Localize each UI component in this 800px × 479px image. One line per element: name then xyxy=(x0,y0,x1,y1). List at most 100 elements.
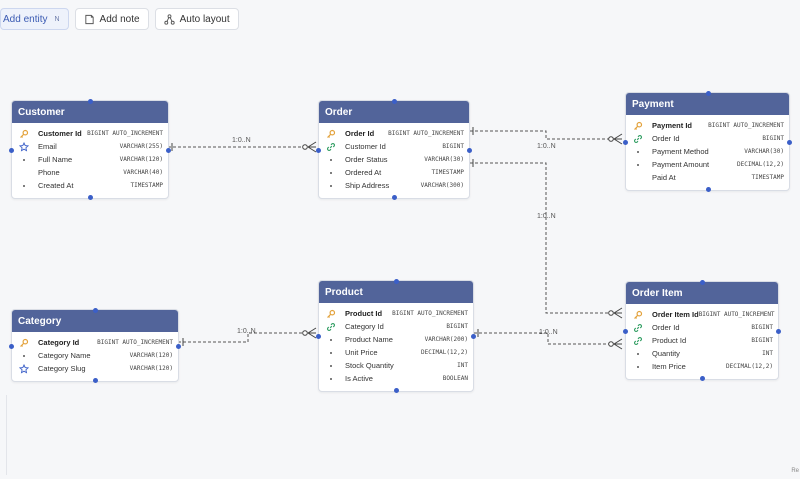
handle-left[interactable] xyxy=(9,147,14,153)
handle-right[interactable] xyxy=(467,147,472,153)
field-row[interactable]: Product Id BIGINT xyxy=(626,334,778,347)
field-name: Is Active xyxy=(345,374,373,383)
field-type: BIGINT xyxy=(751,337,773,344)
relationship-order-orderitem xyxy=(470,162,622,314)
field-type: DECIMAL(12,2) xyxy=(726,363,773,370)
field-row[interactable]: Category Name VARCHAR(120) xyxy=(12,349,178,362)
field-row[interactable]: Created At TIMESTAMP xyxy=(12,179,168,192)
field-type: BIGINT AUTO_INCREMENT xyxy=(698,311,775,318)
field-type: VARCHAR(30) xyxy=(744,148,784,155)
handle-right[interactable] xyxy=(471,334,476,339)
handle-left[interactable] xyxy=(623,328,628,334)
handle-top[interactable] xyxy=(394,279,399,284)
handle-top[interactable] xyxy=(93,308,98,313)
handle-right[interactable] xyxy=(166,147,171,153)
field-name: Created At xyxy=(38,181,74,190)
handle-bottom[interactable] xyxy=(394,388,399,393)
handle-bottom[interactable] xyxy=(93,378,98,383)
handle-bottom[interactable] xyxy=(705,187,711,192)
add-note-button[interactable]: Add note xyxy=(74,8,149,30)
field-name: Order Id xyxy=(345,129,375,138)
handle-bottom[interactable] xyxy=(700,376,705,381)
handle-top[interactable] xyxy=(700,280,705,285)
field-type: BIGINT xyxy=(442,143,464,150)
key-icon xyxy=(18,338,30,348)
entity-title[interactable]: Order Item xyxy=(626,282,778,304)
field-name: Order Item Id xyxy=(652,310,699,319)
handle-right[interactable] xyxy=(176,343,181,349)
field-type: VARCHAR(120) xyxy=(129,365,173,372)
handle-top[interactable] xyxy=(392,99,397,104)
star-icon xyxy=(18,141,30,152)
handle-right[interactable] xyxy=(787,139,792,145)
field-name: Payment Method xyxy=(652,147,709,156)
handle-left[interactable] xyxy=(9,343,14,349)
handle-left[interactable] xyxy=(623,139,628,145)
field-type: VARCHAR(120) xyxy=(129,352,173,359)
entity-title[interactable]: Customer xyxy=(12,101,168,123)
link-icon xyxy=(632,323,644,333)
entity-title[interactable]: Category xyxy=(12,310,178,332)
handle-right[interactable] xyxy=(776,328,781,334)
handle-left[interactable] xyxy=(316,147,321,153)
field-row[interactable]: Payment Method VARCHAR(30) xyxy=(626,145,789,158)
field-type: BIGINT xyxy=(762,135,784,142)
field-type: TIMESTAMP xyxy=(431,169,464,176)
bullet-icon xyxy=(325,184,337,187)
entity-title[interactable]: Product xyxy=(319,281,473,303)
field-type: TIMESTAMP xyxy=(130,182,163,189)
entity-title[interactable]: Order xyxy=(319,101,469,123)
bullet-icon xyxy=(325,338,337,341)
key-icon xyxy=(632,310,644,320)
auto-layout-button[interactable]: Auto layout xyxy=(154,8,239,30)
field-type: DECIMAL(12,2) xyxy=(421,349,468,356)
handle-bottom[interactable] xyxy=(88,195,93,200)
toolbar: Add entity N Add note Auto layout xyxy=(0,8,239,32)
handle-left[interactable] xyxy=(316,334,321,339)
field-name: Product Id xyxy=(652,336,687,345)
add-entity-button[interactable]: Add entity N xyxy=(0,8,69,30)
handle-top[interactable] xyxy=(705,91,711,96)
field-name: Category Name xyxy=(38,351,91,360)
handle-top[interactable] xyxy=(88,99,93,104)
relationship-label: 1:0..N xyxy=(539,329,558,336)
entity-title[interactable]: Payment xyxy=(626,93,789,115)
field-name: Order Status xyxy=(345,155,388,164)
field-type: BIGINT xyxy=(751,324,773,331)
auto-layout-icon xyxy=(163,13,175,25)
handle-bottom[interactable] xyxy=(392,195,397,200)
field-name: Category Id xyxy=(38,338,80,347)
